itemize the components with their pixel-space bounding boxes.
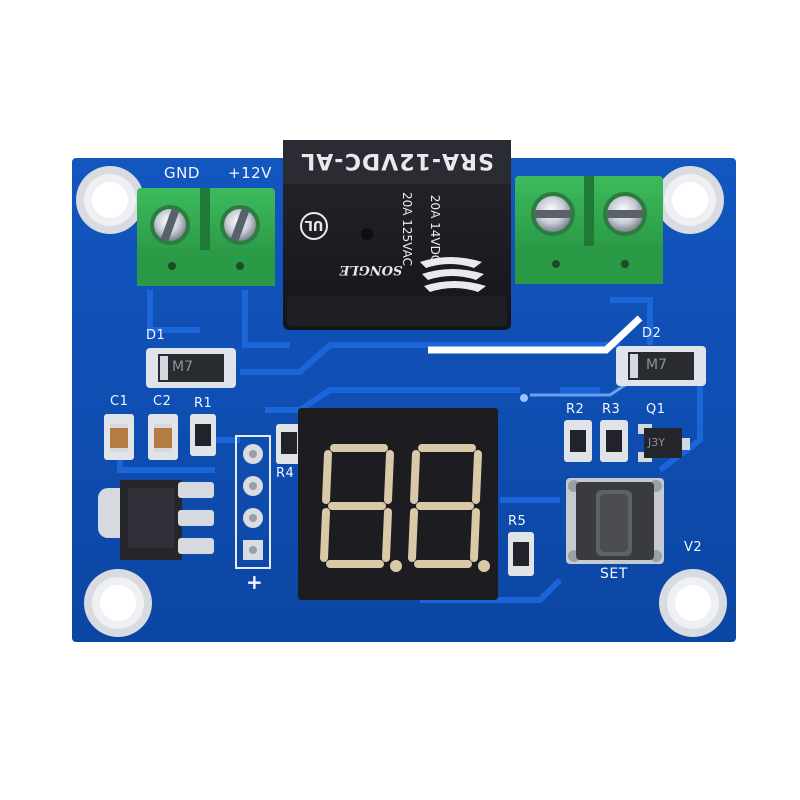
transistor-mark: J3Y xyxy=(648,436,665,449)
voltage-regulator xyxy=(98,480,214,560)
label-c2: C2 xyxy=(153,394,172,409)
relay-brand: SONGLE xyxy=(339,262,403,277)
label-d1: D1 xyxy=(146,328,166,343)
relay-rating-1: 20A 14VDC xyxy=(428,194,442,264)
pin-header xyxy=(235,435,271,569)
mount-hole-br xyxy=(659,569,727,637)
label-r5: R5 xyxy=(508,514,527,529)
digit-1-dp xyxy=(390,560,402,572)
terminal-block-left xyxy=(137,188,275,286)
label-r1: R1 xyxy=(194,396,213,411)
capacitor-c1 xyxy=(104,414,134,460)
seven-seg-digits xyxy=(320,444,490,572)
resistor-r3 xyxy=(600,420,628,462)
mount-hole-tr xyxy=(656,166,724,234)
digit-1 xyxy=(320,444,394,568)
svg-text:UL: UL xyxy=(305,217,324,232)
capacitor-c2 xyxy=(148,414,178,460)
diode-d1 xyxy=(146,348,236,388)
label-set: SET xyxy=(600,566,628,582)
label-v2: V2 xyxy=(684,540,703,555)
bare-trace xyxy=(428,315,643,354)
resistor-r2 xyxy=(564,420,592,462)
label-gnd: GND xyxy=(164,164,200,182)
set-button[interactable] xyxy=(566,478,664,564)
label-r2: R2 xyxy=(566,402,585,417)
resistor-r4 xyxy=(276,424,302,464)
resistor-r1 xyxy=(190,414,216,456)
mount-hole-tl xyxy=(76,166,144,234)
seven-seg-display xyxy=(298,408,498,600)
label-c1: C1 xyxy=(110,394,129,409)
relay-model: SRA-12VDC-AL xyxy=(300,148,494,173)
diode-d2-mark: M7 xyxy=(646,357,667,373)
copper-traces xyxy=(117,290,703,603)
digit-2 xyxy=(408,444,482,568)
label-r4: R4 xyxy=(276,466,295,481)
relay: UL xyxy=(283,140,511,330)
terminal-block-right xyxy=(515,176,663,284)
ul-logo-icon: UL xyxy=(300,212,328,240)
resistor-r5 xyxy=(508,532,534,576)
label-plus: + xyxy=(246,570,264,594)
diode-d1-mark: M7 xyxy=(172,359,193,375)
diode-d2 xyxy=(616,346,706,386)
label-12v: +12V xyxy=(228,164,272,182)
digit-2-dp xyxy=(478,560,490,572)
mount-hole-bl xyxy=(84,569,152,637)
songle-logo-icon xyxy=(420,257,486,292)
transistor-q1 xyxy=(638,424,690,462)
label-q1: Q1 xyxy=(646,402,666,417)
label-r3: R3 xyxy=(602,402,621,417)
label-d2: D2 xyxy=(642,326,662,341)
